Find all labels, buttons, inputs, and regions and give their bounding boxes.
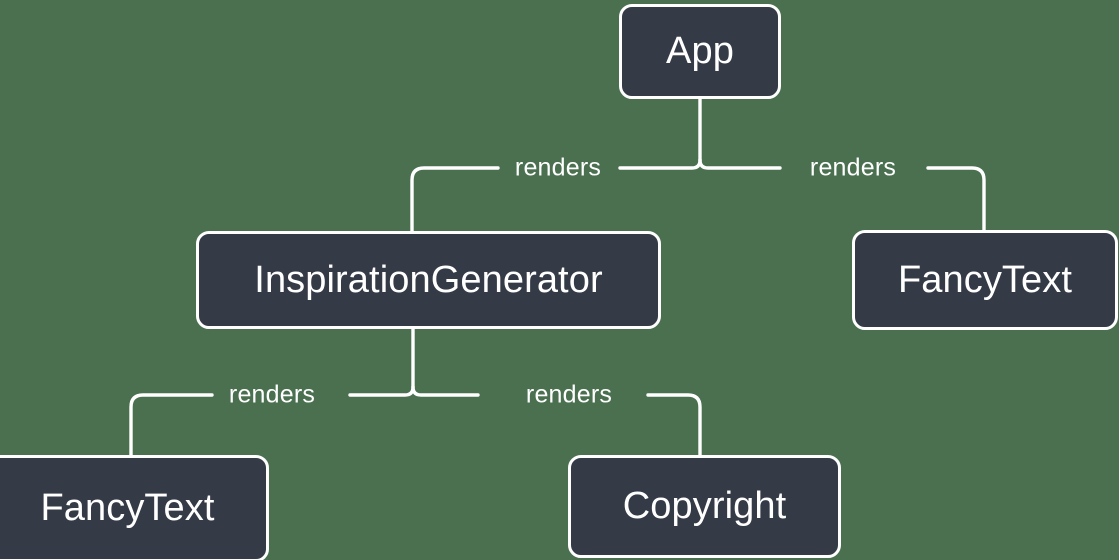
edge-label-app-to-inspiration-generator: renders [514, 153, 602, 182]
node-app[interactable]: App [619, 4, 781, 99]
node-fancy-text-bottom[interactable]: FancyText [0, 455, 269, 560]
edge-label-inspiration-generator-to-fancy-text: renders [228, 380, 316, 409]
node-inspiration-generator[interactable]: InspirationGenerator [196, 231, 661, 329]
node-fancy-text-bottom-label: FancyText [40, 487, 215, 529]
node-copyright-label: Copyright [622, 485, 787, 527]
node-fancy-text-right-label: FancyText [897, 258, 1073, 301]
node-app-label: App [666, 30, 734, 72]
edge-label-inspiration-generator-to-copyright: renders [525, 380, 613, 409]
edge-label-app-to-fancy-text: renders [809, 153, 897, 182]
node-inspiration-generator-label: InspirationGenerator [254, 258, 603, 301]
node-copyright[interactable]: Copyright [568, 455, 841, 558]
node-fancy-text-right[interactable]: FancyText [852, 230, 1118, 330]
